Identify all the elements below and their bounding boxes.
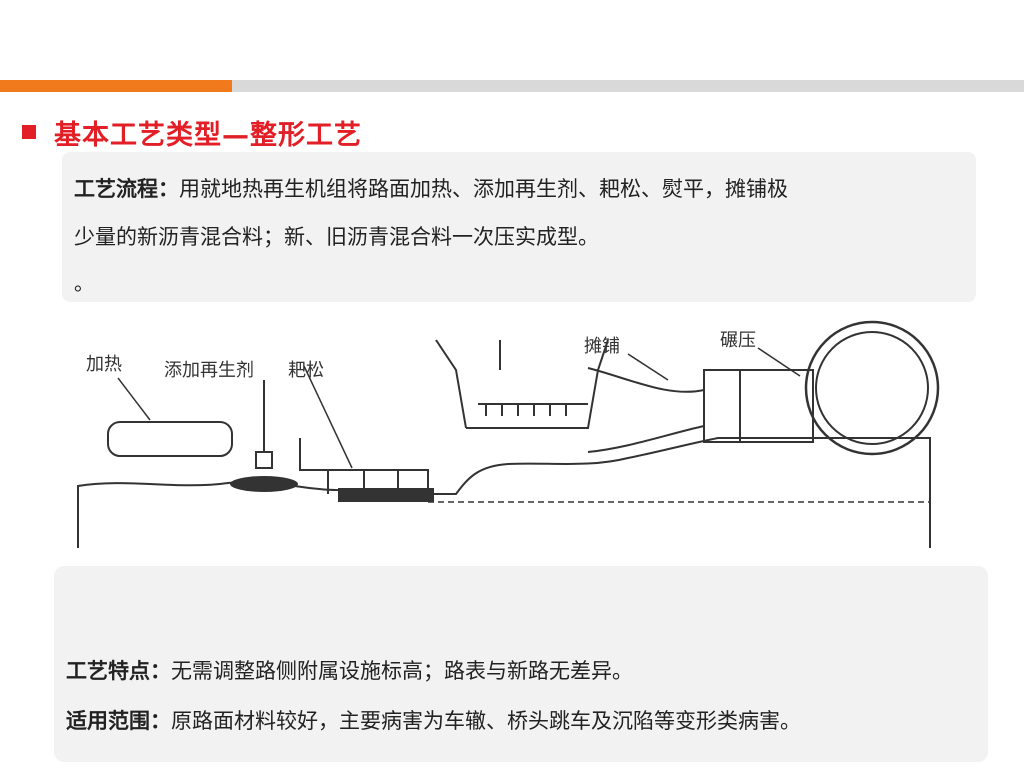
process-text-1: 用就地热再生机组将路面加热、添加再生剂、耙松、熨平，摊铺极 <box>179 177 788 201</box>
label-add-agent: 添加再生剂 <box>164 360 254 381</box>
roller-drum-inner <box>815 331 929 445</box>
features-text: 无需调整路侧附属设施标高；路表与新路无差异。 <box>171 659 633 683</box>
process-line-3: 。 <box>74 271 94 295</box>
heater-unit <box>107 421 233 457</box>
process-label: 工艺流程： <box>74 177 179 201</box>
screed-arm-top <box>587 367 705 393</box>
features-box: 工艺特点：无需调整路侧附属设施标高；路表与新路无差异。 适用范围：原路面材料较好… <box>54 566 988 762</box>
asphalt-heap-agent <box>230 476 298 492</box>
slide-title: 基本工艺类型—整形工艺 <box>54 119 362 151</box>
label-rolling: 碾压 <box>720 330 756 351</box>
process-line-1: 工艺流程：用就地热再生机组将路面加热、添加再生剂、耙松、熨平，摊铺极 <box>74 176 788 202</box>
applicable-line: 适用范围：原路面材料较好，主要病害为车辙、桥头跳车及沉陷等变形类病害。 <box>66 708 801 734</box>
heating-leader-line <box>117 377 151 421</box>
pavement-surface <box>77 437 931 548</box>
paver-hopper-left <box>435 339 467 429</box>
rolling-leader-line <box>757 347 801 377</box>
scarify-leader-line <box>303 365 353 469</box>
process-box: 工艺流程：用就地热再生机组将路面加热、添加再生剂、耙松、熨平，摊铺极 少量的新沥… <box>62 152 976 302</box>
process-line-2: 少量的新沥青混合料；新、旧沥青混合料一次压实成型。 <box>74 225 599 249</box>
label-paving: 摊铺 <box>584 336 620 357</box>
screed-arm-bottom <box>587 425 705 453</box>
top-accent-bar <box>0 80 1024 92</box>
process-diagram-svg: 加热 添加再生剂 耙松 摊铺 碾压 <box>77 320 940 548</box>
features-label: 工艺特点： <box>66 659 171 683</box>
asphalt-heap-scarified <box>338 488 434 502</box>
label-scarify: 耙松 <box>288 360 324 381</box>
paver-chute <box>466 339 609 429</box>
title-bullet-icon <box>22 125 36 139</box>
roller-drum-outer <box>804 320 940 456</box>
top-bar-orange-segment <box>0 80 232 92</box>
applicable-text: 原路面材料较好，主要病害为车辙、桥头跳车及沉陷等变形类病害。 <box>171 709 801 733</box>
label-heating: 加热 <box>86 354 122 375</box>
applicable-label: 适用范围： <box>66 709 171 733</box>
top-bar-gray-segment <box>232 80 1024 92</box>
title-row: 基本工艺类型—整形工艺 <box>22 112 362 152</box>
paving-leader-line <box>627 353 669 381</box>
asphalt-material <box>230 476 434 502</box>
roller-frame <box>703 369 814 443</box>
features-line: 工艺特点：无需调整路侧附属设施标高；路表与新路无差异。 <box>66 658 633 684</box>
process-diagram: 加热 添加再生剂 耙松 摊铺 碾压 <box>68 318 948 558</box>
agent-nozzle <box>255 451 273 469</box>
